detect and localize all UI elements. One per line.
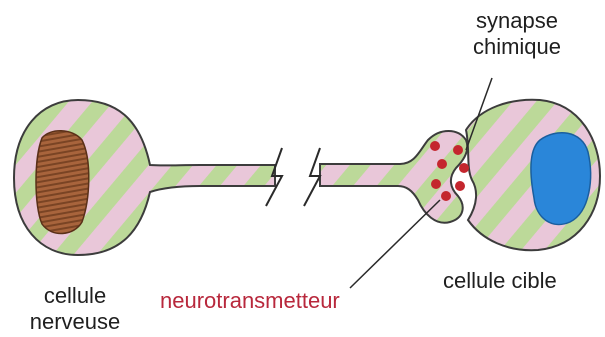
target-nucleus [531,133,591,225]
nerve-nucleus [36,131,89,234]
synapse-label: synapse chimique [452,8,582,60]
nerve-cell-label: cellule nerveuse [10,283,140,335]
vesicle [441,191,451,201]
vesicle [437,159,447,169]
target-cell-label: cellule cible [443,268,557,294]
vesicle [455,181,465,191]
neurotransmitter-label: neurotransmetteur [160,288,340,314]
vesicle [430,141,440,151]
vesicle [459,163,469,173]
axon-terminal [320,131,467,223]
vesicle [431,179,441,189]
synapse-label-line2: chimique [452,34,582,60]
nerve-cell-label-line1: cellule [10,283,140,309]
neurotransmitter-leader-line [350,200,440,288]
nerve-cell-label-line2: nerveuse [10,309,140,335]
synapse-label-line1: synapse [452,8,582,34]
vesicle [453,145,463,155]
axon-break-mark-right [304,148,320,206]
